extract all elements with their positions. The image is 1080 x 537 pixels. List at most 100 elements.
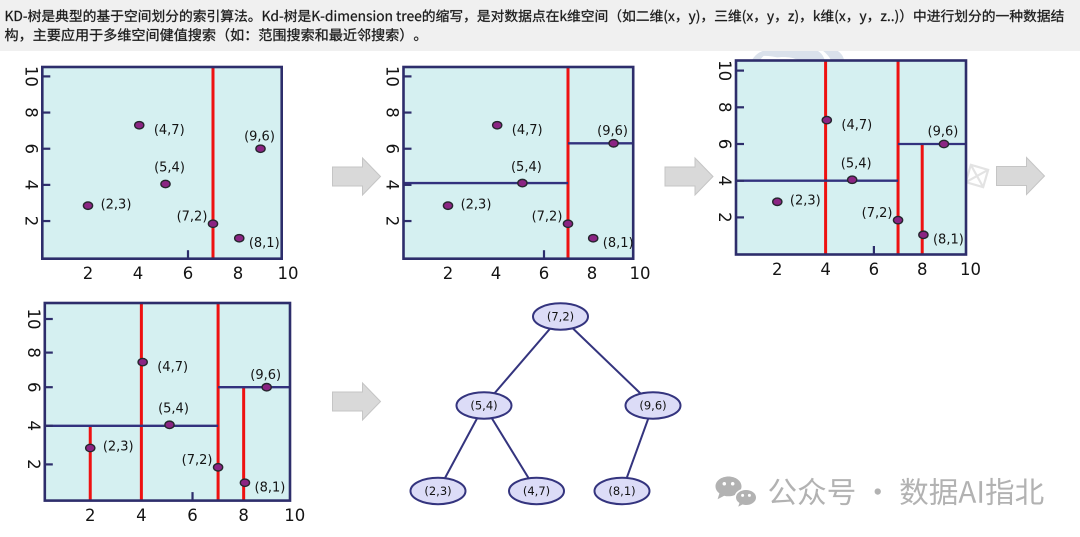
x-tick-label-10: 10 [630,264,651,283]
y-tick-label-8: 8 [383,107,402,118]
point-label-7-2: (7,2) [532,209,563,224]
point-label-4-7: (4,7) [512,123,543,138]
wechat-bubble-eyes [722,481,751,497]
tree-node-ellipse [624,391,682,420]
point-label-9-6: (9,6) [928,125,959,140]
tree-node-(9,6): (9,6) [624,391,682,420]
y-tick-label-6: 6 [21,143,40,154]
tree-edge-(7,2)-(5,4) [483,315,562,407]
description-banner: KD-树是典型的基于空间划分的索引算法。Kd-树是K-dimension tre… [0,0,1080,51]
x-tick-label-4: 4 [133,264,144,283]
point-label-4-7: (4,7) [157,360,188,375]
x-tick-label-8: 8 [233,264,244,283]
point-label-9-6: (9,6) [597,124,628,139]
point-label-5-4: (5,4) [841,156,872,171]
y-tick-label-10: 10 [24,309,43,330]
point-label-7-2: (7,2) [177,209,208,224]
x-tick-label-6: 6 [539,264,550,283]
point-5-4 [160,179,171,189]
point-label-2-3: (2,3) [790,193,821,208]
data-points: (2,3)(4,7)(5,4)(7,2)(8,1)(9,6) [442,120,634,251]
tree-edge-(5,4)-(2,3) [437,405,485,492]
y-tick-label-8: 8 [715,102,734,113]
plot-border [43,301,292,502]
y-tick-label-4: 4 [21,180,40,191]
point-9-6 [261,382,272,392]
y-tick-label-10: 10 [715,60,734,81]
plot-area [42,67,282,259]
x-tick-label-8: 8 [917,260,928,279]
y-tick-label-6: 6 [715,139,734,150]
point-5-4 [517,178,528,188]
x-tick-label-4: 4 [136,506,147,525]
step-arrow-icon-3 [996,156,1046,196]
x-tick-label-2: 2 [85,506,96,525]
x-tick-label-4: 4 [491,264,502,283]
point-label-8-1: (8,1) [933,233,964,248]
y-tick-label-4: 4 [383,180,402,191]
point-2-3 [82,201,94,211]
x-tick-label-2: 2 [83,264,94,283]
plot-border [40,65,283,260]
plot-area [736,60,966,255]
point-label-2-3: (2,3) [101,197,132,212]
x-tick-label-2: 2 [772,260,783,279]
tree-node-(2,3): (2,3) [409,476,467,506]
step-arrow-icon-4 [332,381,382,422]
description-line-1-glyphs [5,9,1064,25]
point-2-3 [442,201,454,211]
point-label-5-4: (5,4) [154,161,185,176]
data-points: (2,3)(4,7)(5,4)(7,2)(8,1)(9,6) [82,120,280,251]
tree-node-(8,1): (8,1) [593,476,651,506]
point-5-4 [164,420,175,430]
faint-glyph-watermark [964,163,990,189]
y-tick-label-2: 2 [21,216,40,227]
point-9-6 [255,144,266,154]
tree-node-label: (2,3) [424,484,451,498]
step-arrow-icon-2 [664,156,714,197]
y-tick-label-10: 10 [383,66,402,87]
point-label-4-7: (4,7) [841,118,872,133]
point-4-7 [821,115,833,125]
point-8-1 [918,230,929,240]
point-label-7-2: (7,2) [182,453,213,468]
point-9-6 [608,138,619,148]
plot-area [44,303,290,501]
tree-node-label: (9,6) [639,399,666,413]
point-label-2-3: (2,3) [103,440,134,455]
y-tick-label-4: 4 [715,175,734,186]
description-line-2-glyphs [4,27,419,42]
tree-node-ellipse [455,391,513,420]
point-4-7 [133,120,145,130]
x-tick-label-2: 2 [443,264,454,283]
x-tick-label-8: 8 [587,264,598,283]
plot-border [734,59,968,256]
point-label-4-7: (4,7) [154,123,185,138]
point-label-8-1: (8,1) [255,480,286,495]
tree-node-ellipse [532,302,589,331]
point-4-7 [491,120,503,130]
x-tick-label-6: 6 [183,264,194,283]
step-arrow-icon-1 [332,156,382,197]
y-tick-label-8: 8 [21,107,40,118]
point-8-1 [239,478,251,488]
point-label-5-4: (5,4) [511,160,542,175]
point-9-6 [938,139,950,149]
y-tick-label-6: 6 [24,382,43,393]
point-5-4 [846,175,858,185]
tree-node-label: (8,1) [608,484,635,498]
tree-edges [437,315,654,492]
point-label-5-4: (5,4) [158,402,189,417]
point-label-8-1: (8,1) [603,236,634,251]
point-7-2 [207,219,219,229]
y-tick-label-2: 2 [715,212,734,223]
point-7-2 [562,219,574,229]
